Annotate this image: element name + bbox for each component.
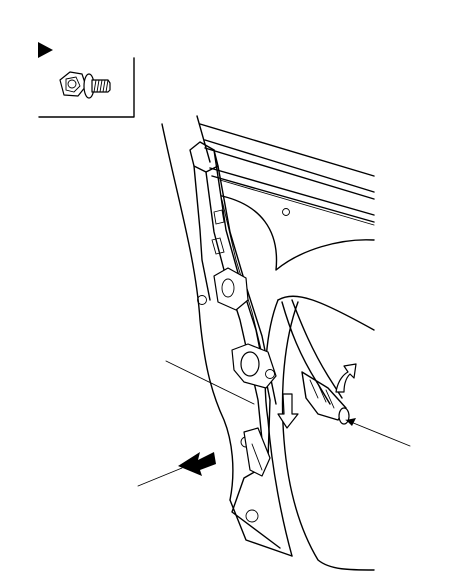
- legend-box: [38, 57, 135, 118]
- bolt-leader: [137, 467, 183, 487]
- rotate-up-arrow: [335, 363, 357, 393]
- push-in-arrow: [178, 452, 216, 476]
- door-frame-channel: [196, 115, 375, 226]
- door-inner-panel: [161, 123, 375, 571]
- flange-bolt-icon: [59, 71, 111, 99]
- legend-marker-icon: [38, 42, 53, 58]
- move-down-arrow: [277, 393, 299, 429]
- regulator-leader: [165, 360, 255, 405]
- channel-leader: [345, 418, 411, 447]
- window-regulator-rail: [189, 141, 277, 477]
